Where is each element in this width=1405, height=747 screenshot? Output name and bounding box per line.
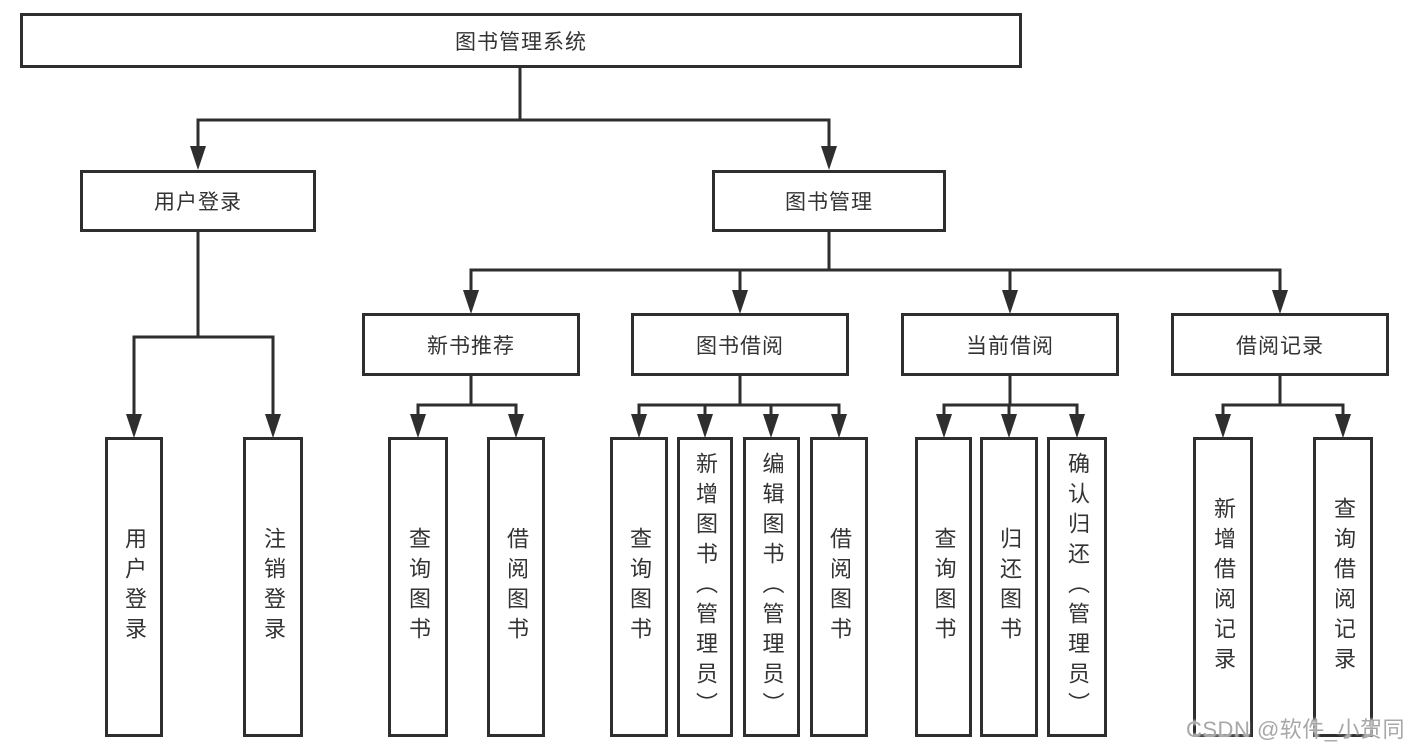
leaf-edit-books-admin: 编辑图书（管理员） (743, 437, 800, 737)
node-user-login: 用户登录 (80, 170, 316, 232)
leaf-query-books-current: 查询图书 (915, 437, 972, 737)
leaf-add-borrow-record: 新增借阅记录 (1193, 437, 1253, 737)
connector-lines (132, 66, 1345, 421)
leaf-borrow-books-recommend: 借阅图书 (487, 437, 545, 737)
node-library-management-system: 图书管理系统 (20, 13, 1022, 68)
leaf-confirm-return-admin: 确认归还（管理员） (1047, 437, 1107, 737)
node-book-management: 图书管理 (712, 170, 946, 232)
leaf-query-books-borrow: 查询图书 (610, 437, 668, 737)
node-current-borrow: 当前借阅 (901, 313, 1119, 376)
node-new-book-recommend: 新书推荐 (362, 313, 580, 376)
leaf-return-books: 归还图书 (980, 437, 1038, 737)
leaf-add-books-admin: 新增图书（管理员） (677, 437, 733, 737)
watermark: CSDN @软件_小贺同学 (1186, 717, 1405, 742)
arrow-down-icon (126, 146, 1351, 438)
node-book-borrow: 图书借阅 (631, 313, 849, 376)
leaf-query-borrow-record: 查询借阅记录 (1313, 437, 1373, 737)
leaf-user-login: 用户登录 (105, 437, 163, 737)
leaf-logout: 注销登录 (243, 437, 303, 737)
leaf-borrow-books: 借阅图书 (810, 437, 868, 737)
leaf-query-books-recommend: 查询图书 (388, 437, 448, 737)
node-borrow-records: 借阅记录 (1171, 313, 1389, 376)
